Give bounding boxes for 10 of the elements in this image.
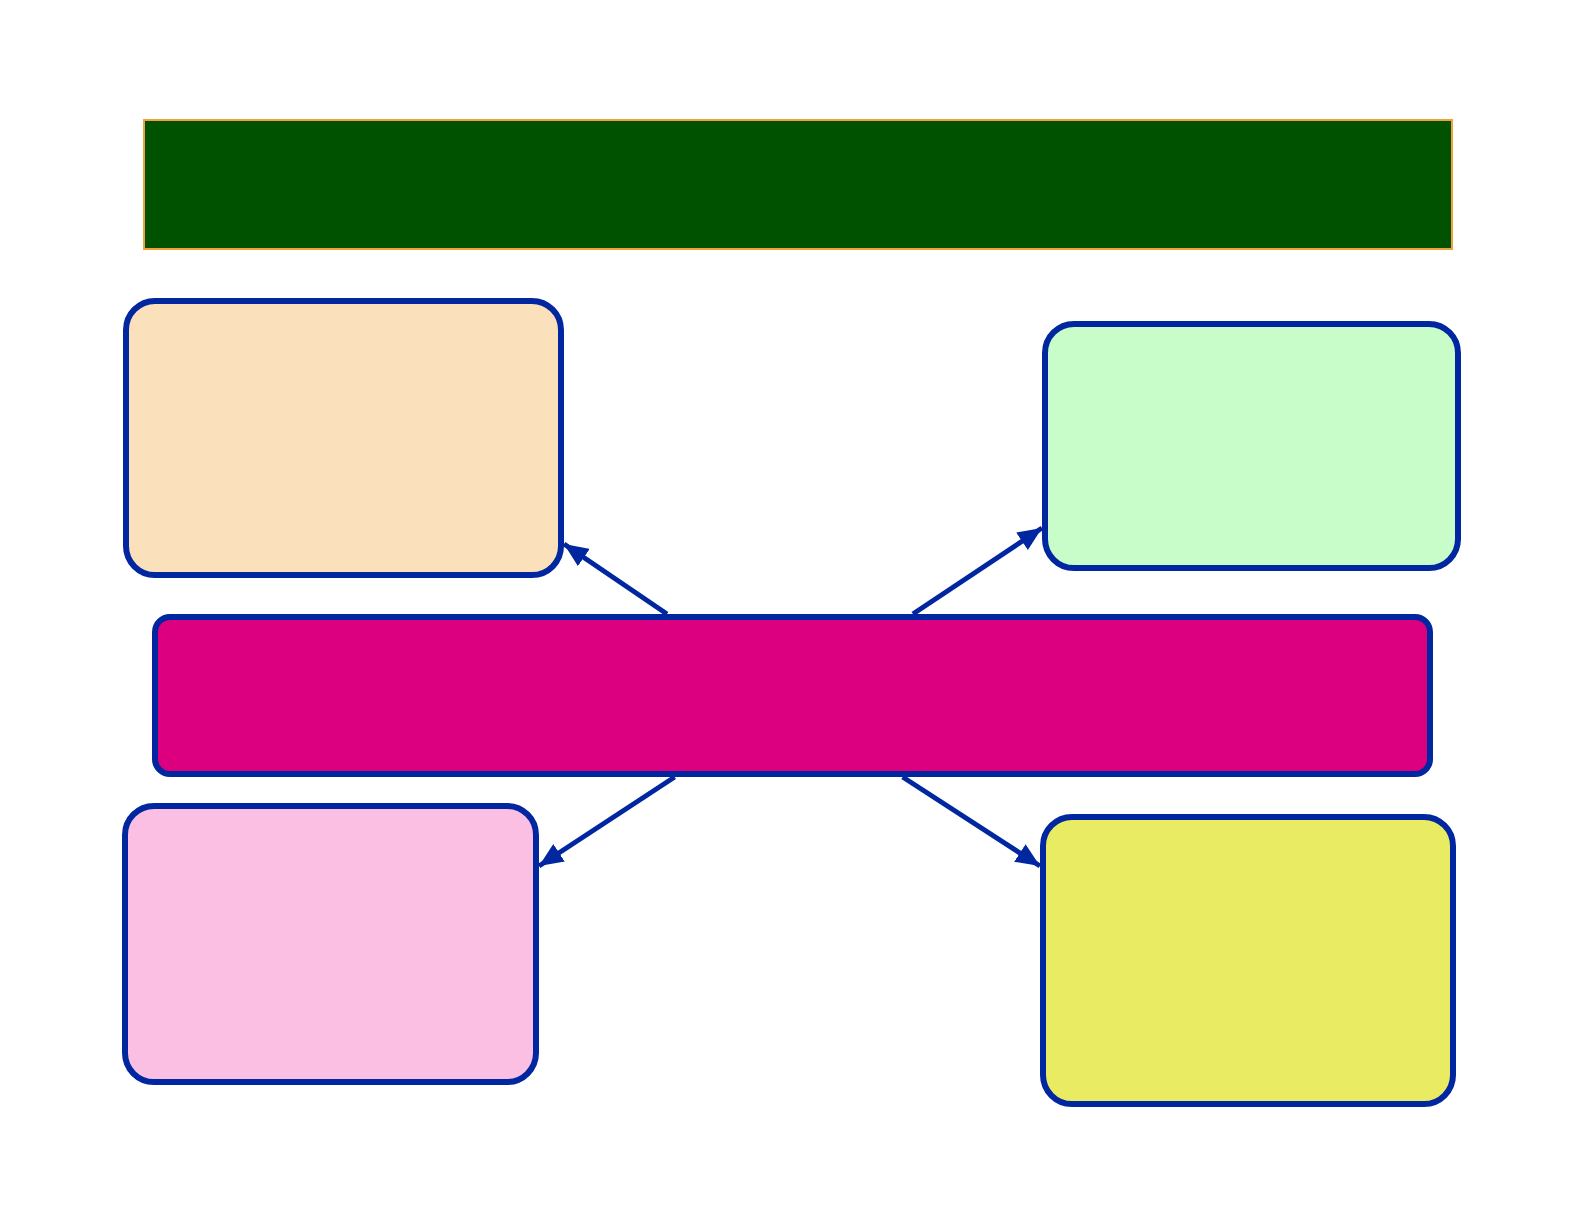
rounded-panel	[123, 298, 564, 578]
arrow	[911, 525, 1044, 617]
rounded-panel	[122, 803, 539, 1085]
arrow	[537, 774, 677, 869]
rounded-panel	[1040, 814, 1456, 1107]
central-bar	[152, 614, 1433, 777]
rounded-panel	[1042, 321, 1461, 571]
arrow	[562, 541, 669, 617]
banner	[143, 119, 1453, 250]
arrow	[901, 774, 1042, 869]
